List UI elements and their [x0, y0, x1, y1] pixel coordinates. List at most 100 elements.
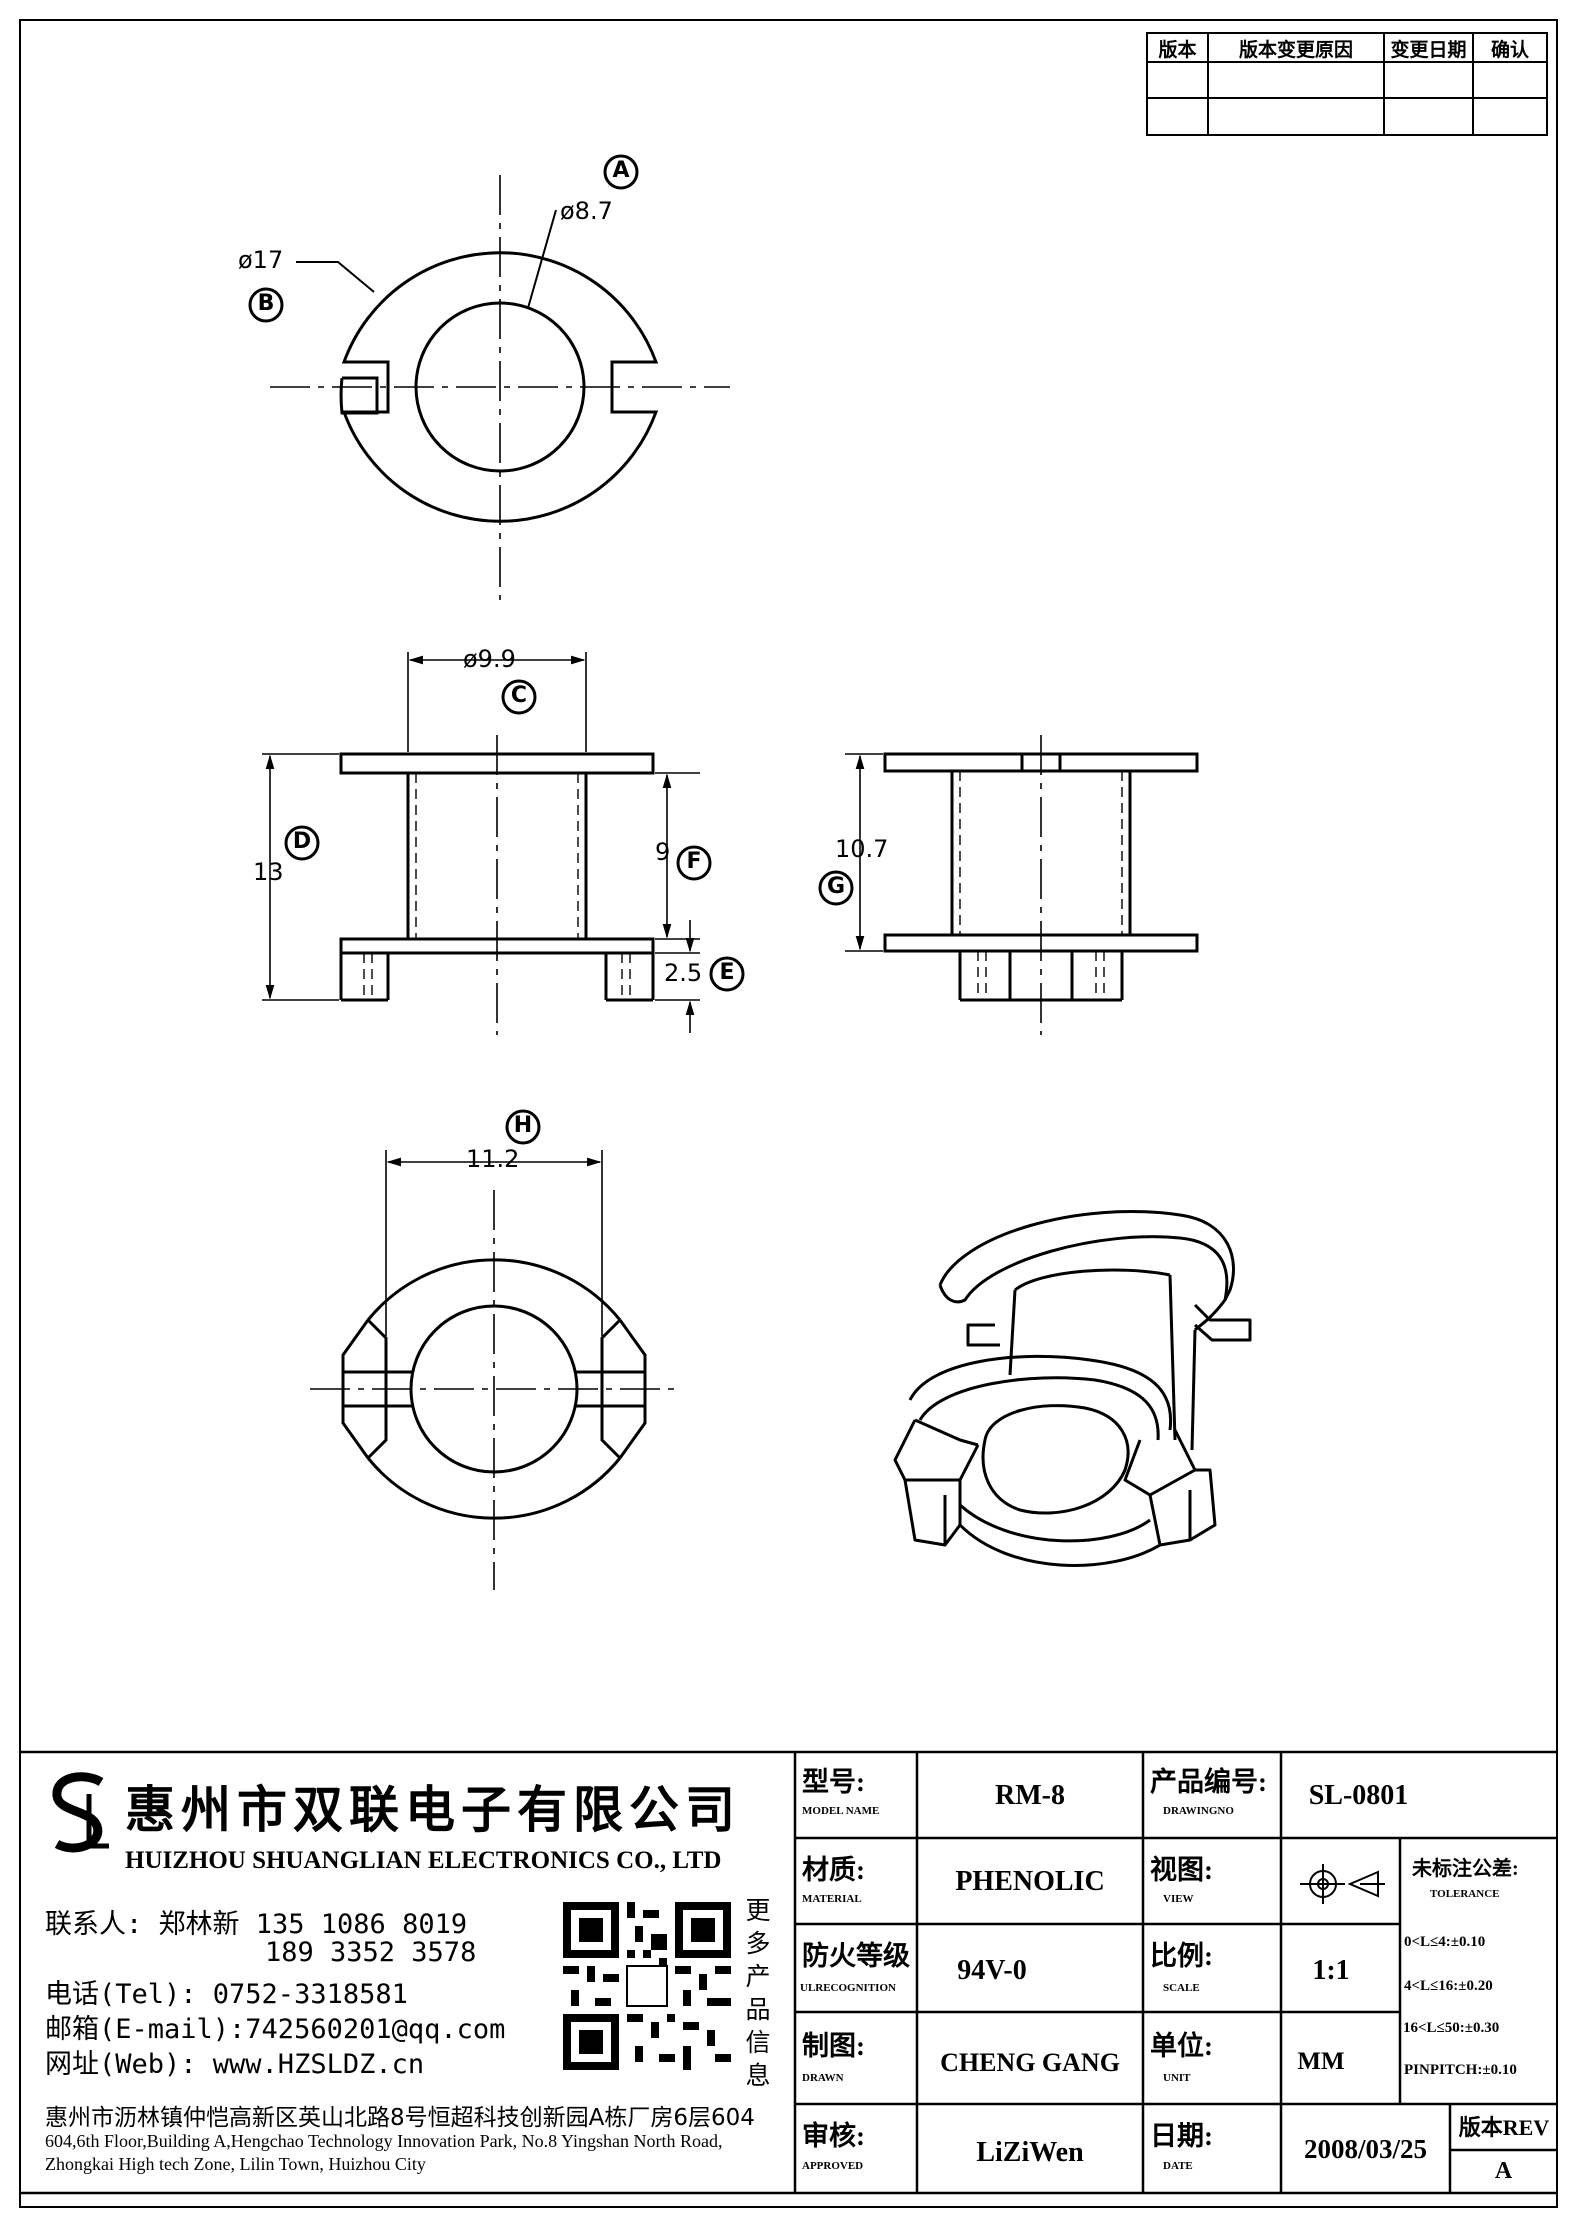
- balloon-F-letter: F: [686, 849, 702, 874]
- balloon-B-circle: [248, 287, 284, 323]
- unit-value: MM: [1297, 2048, 1345, 2075]
- fire-value: 94V-0: [957, 1955, 1027, 1986]
- scale-value: 1:1: [1312, 1955, 1350, 1986]
- bottom-view-centerlines: [310, 1190, 680, 1590]
- side-view-hidden: [959, 771, 1123, 1000]
- balloon-E-circle: [709, 956, 745, 992]
- unit-label: 单位:: [1150, 2031, 1213, 2061]
- balloon-A-letter: A: [612, 158, 630, 183]
- tolerance-line-1: 0<L≤4:±0.10: [1404, 1934, 1486, 1950]
- dim-A-value: ø8.7: [560, 197, 613, 225]
- balloon-D-letter: D: [292, 829, 312, 854]
- dim-D-value: 13: [253, 858, 284, 886]
- model-label-en: MODEL NAME: [802, 1805, 880, 1817]
- qr-caption-char: 信: [745, 2028, 771, 2057]
- rev-header-date: 变更日期: [1390, 39, 1467, 61]
- balloon-C-circle: [501, 679, 537, 715]
- qr-caption: 更 多 产 品 信 息: [741, 1894, 775, 2092]
- approved-value: LiZiWen: [976, 2137, 1084, 2168]
- drawn-label: 制图:: [802, 2031, 865, 2061]
- unit-label-en: UNIT: [1163, 2072, 1191, 2084]
- drawingno-value: SL-0801: [1308, 1780, 1409, 1811]
- dim-B-value: ø17: [238, 246, 284, 274]
- dim-C-value: ø9.9: [463, 645, 516, 673]
- contact-email: 邮箱(E-mail):742560201@qq.com: [45, 2014, 506, 2045]
- front-view-dims: [262, 652, 700, 1033]
- company-name-en: HUIZHOU SHUANGLIAN ELECTRONICS CO., LTD: [125, 1847, 722, 1874]
- sheet-border: [19, 19, 1558, 2208]
- qr-code[interactable]: [563, 1902, 731, 2070]
- rev-header-version: 版本: [1158, 39, 1197, 61]
- top-view-leaders: [296, 209, 557, 309]
- drawn-label-en: DRAWN: [802, 2072, 844, 2084]
- side-view-dims: [845, 753, 883, 952]
- model-value: RM-8: [995, 1780, 1065, 1811]
- balloon-E-letter: E: [719, 960, 735, 985]
- dim-F-value: 9: [655, 838, 671, 866]
- qr-caption-char: 更: [745, 1896, 771, 1925]
- company-block: 惠州市双联电子有限公司 HUIZHOU SHUANGLIAN ELECTRONI…: [33, 1752, 785, 2192]
- drawn-value: CHENG GANG: [940, 2048, 1120, 2077]
- balloon-F-circle: [676, 845, 712, 881]
- material-label-en: MATERIAL: [802, 1893, 862, 1905]
- material-value: PHENOLIC: [955, 1866, 1105, 1897]
- isometric-view: [893, 1210, 1252, 1567]
- approved-label: 审核:: [802, 2121, 865, 2151]
- balloon-D-circle: [284, 825, 320, 861]
- contact-line-1: 联系人: 郑林新 135 1086 8019: [45, 1909, 468, 1940]
- material-label: 材质:: [802, 1855, 865, 1885]
- drawingno-label: 产品编号:: [1150, 1767, 1267, 1797]
- date-value: 2008/03/25: [1303, 2134, 1427, 2164]
- dim-G-value: 10.7: [835, 835, 889, 863]
- tolerance-line-2: 4<L≤16:±0.20: [1404, 1978, 1493, 1994]
- projection-symbol: [1300, 1864, 1385, 1904]
- tolerance-label: 未标注公差:: [1412, 1858, 1519, 1880]
- tolerance-line-4: PINPITCH:±0.10: [1404, 2062, 1517, 2078]
- scale-label: 比例:: [1150, 1941, 1213, 1971]
- rev-value: A: [1494, 2158, 1513, 2184]
- company-name-cn: 惠州市双联电子有限公司: [125, 1780, 741, 1839]
- qr-caption-char: 多: [745, 1929, 771, 1958]
- company-logo: [45, 1772, 115, 1856]
- contact-tel: 电话(Tel): 0752-3318581: [45, 1979, 408, 2010]
- revision-table-lines: [1146, 32, 1548, 136]
- date-label: 日期:: [1150, 2121, 1213, 2151]
- approved-label-en: APPROVED: [802, 2160, 864, 2172]
- balloon-B-letter: B: [257, 291, 275, 316]
- fire-label: 防火等级: [802, 1941, 910, 1971]
- balloon-H-letter: H: [513, 1113, 533, 1138]
- scale-label-en: SCALE: [1163, 1982, 1200, 1994]
- balloon-A-circle: [603, 154, 639, 190]
- qr-caption-char: 息: [745, 2061, 771, 2090]
- address-en: 604,6th Floor,Building A,Hengchao Techno…: [45, 2131, 723, 2174]
- top-view: [339, 251, 659, 523]
- rev-header-reason: 版本变更原因: [1238, 39, 1353, 61]
- drawingno-label-en: DRAWINGNO: [1163, 1805, 1234, 1817]
- view-label-en: VIEW: [1163, 1893, 1194, 1905]
- dim-E-value: 2.5: [664, 959, 703, 987]
- qr-caption-char: 品: [745, 1995, 771, 2024]
- front-view-hidden: [363, 773, 631, 1000]
- view-label: 视图:: [1150, 1855, 1213, 1885]
- balloon-H-circle: [505, 1109, 541, 1145]
- balloon-C-letter: C: [510, 683, 528, 708]
- rev-header-confirm: 确认: [1490, 39, 1529, 61]
- fire-label-en: ULRECOGNITION: [800, 1982, 896, 1994]
- balloon-G-circle: [818, 870, 854, 906]
- qr-caption-char: 产: [745, 1962, 771, 1991]
- date-label-en: DATE: [1163, 2160, 1193, 2172]
- title-block-lines: [20, 1750, 1557, 2195]
- model-label: 型号:: [802, 1767, 865, 1797]
- balloon-G-letter: G: [826, 874, 846, 899]
- rev-label: 版本REV: [1458, 2115, 1550, 2140]
- dim-H-value: 11.2: [466, 1145, 520, 1173]
- tolerance-label-en: TOLERANCE: [1430, 1888, 1500, 1900]
- balloons: [248, 154, 854, 1145]
- tolerance-line-3: 16<L≤50:±0.30: [1403, 2020, 1500, 2036]
- top-view-centerlines: [270, 175, 730, 600]
- bottom-view-dims: [385, 1150, 603, 1336]
- contact-line-2: 189 3352 3578: [265, 1937, 477, 1968]
- contact-web: 网址(Web): www.HZSLDZ.cn: [45, 2049, 425, 2080]
